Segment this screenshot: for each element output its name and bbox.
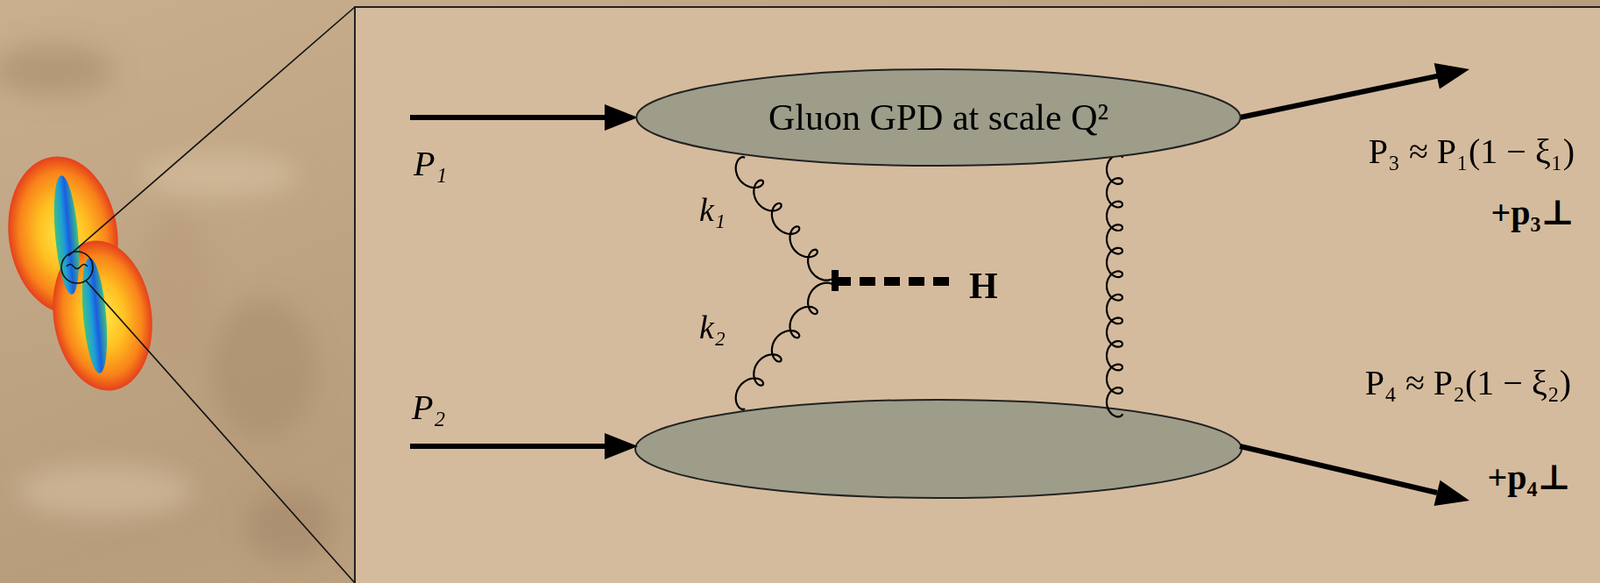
zoom-panel (354, 7, 1600, 583)
ellipse-shape (636, 69, 1240, 166)
lower-proton-gpd (635, 399, 1242, 498)
zoom-line (68, 7, 355, 256)
proton-arrows (410, 63, 1470, 506)
gluon-momentum: k₁ (699, 191, 726, 230)
gluon-line (736, 156, 836, 281)
gluon-momentum: k₂ (699, 308, 726, 347)
gluon-line (1106, 155, 1123, 418)
gpd-ellipse: Gluon GPD at scale Q² (635, 68, 1242, 167)
texture-streaks (0, 43, 333, 561)
transverse-momentum: +p₄⊥ (1487, 457, 1572, 498)
transverse-momentum: +p₃⊥ (1491, 192, 1575, 234)
proton-label: P₁ (413, 143, 447, 185)
gluon-line (736, 283, 836, 410)
higgs-label: H (969, 264, 999, 307)
zoom-line (85, 280, 355, 583)
outgoing-proton-label: P₃ ≈ P₁(1 − ξ₁) (1368, 131, 1575, 172)
higgs-line (835, 276, 955, 286)
proton-blob (0, 148, 162, 397)
node-title: Gluon GPD at scale Q² (768, 96, 1109, 139)
outgoing-proton-label: P₄ ≈ P₂(1 − ξ₂) (1365, 362, 1572, 404)
proton-label: P₂ (411, 387, 446, 428)
